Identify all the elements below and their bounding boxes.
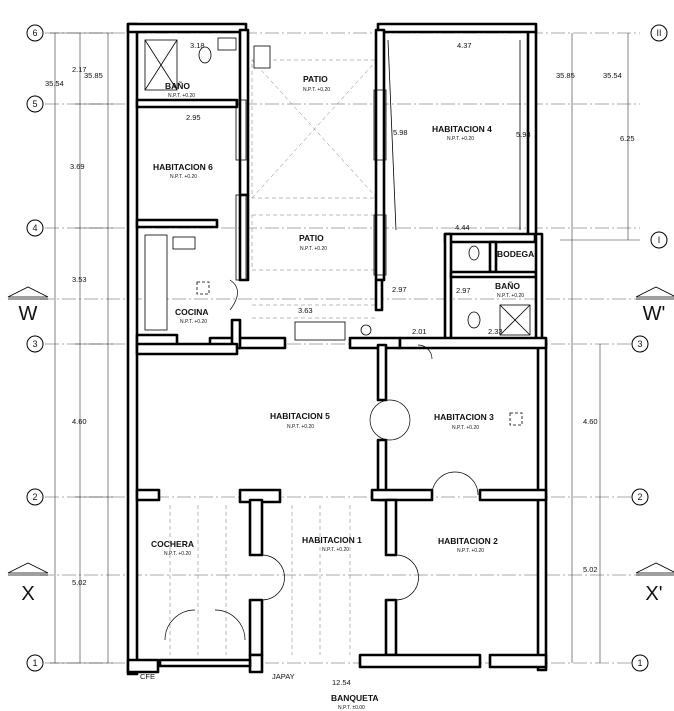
dim-front-width: 12.54: [332, 678, 351, 687]
room-labels: BAÑO N.P.T. +0.20 HABITACION 6 N.P.T. +0…: [151, 74, 534, 557]
street-label: BANQUETA: [331, 693, 379, 703]
npt-label: N.P.T. +0.20: [497, 293, 524, 299]
npt-label: N.P.T. +0.20: [322, 547, 349, 553]
dim-cocina-width: 3.63: [298, 306, 313, 315]
toilet-fixture: [198, 46, 212, 64]
dim-hab4-right-h: 5.98: [516, 130, 531, 139]
dim-seg-6-5: 2.17: [72, 65, 87, 74]
axis-label: 3: [32, 339, 37, 349]
npt-label-exterior: N.P.T. ±0.00: [338, 705, 365, 711]
walls: [126, 22, 548, 676]
dim-right-2-1: 5.02: [583, 565, 598, 574]
section-w-prime-label: W': [643, 303, 666, 325]
room-label-habitacion6: HABITACION 6: [153, 162, 213, 172]
room-label-bodega: BODEGA: [497, 249, 534, 259]
room-label-patio-top: PATIO: [303, 74, 328, 84]
dim-seg-4-3: 3.53: [72, 275, 87, 284]
axis-label: 5: [32, 99, 37, 109]
room-label-patio-mid: PATIO: [299, 233, 324, 243]
dim-seg-5-4: 3.69: [70, 162, 85, 171]
dim-right-3-2: 4.60: [583, 417, 598, 426]
stairs-fixture: [253, 45, 271, 69]
dim-right-II-I: 6.25: [620, 134, 635, 143]
npt-label: N.P.T. +0.20: [300, 246, 327, 252]
axis-label: 2: [637, 492, 642, 502]
sink-fixture: [217, 37, 237, 51]
dimension-labels: 35.54 35.85 2.17 3.69 3.53 4.60 5.02 35.…: [45, 41, 635, 687]
dim-seg-2-1: 5.02: [72, 578, 87, 587]
cfe-label: CFE: [140, 672, 155, 681]
dim-bano-r-width: 2.97: [456, 286, 471, 295]
kitchen-sink: [172, 236, 196, 250]
doors: [164, 279, 479, 641]
dim-left-total-outer: 35.54: [45, 79, 64, 88]
dim-patio-span: 2.97: [392, 285, 407, 294]
dim-right-total-outer: 35.54: [603, 71, 622, 80]
dim-left-total-inner: 35.85: [84, 71, 103, 80]
column-marker-icon-2: [509, 412, 523, 426]
windows: [235, 39, 521, 341]
room-label-bano-top: BAÑO: [165, 81, 190, 91]
dim-right-total-inner: 35.85: [556, 71, 575, 80]
outside-labels: CFE JAPAY BANQUETA N.P.T. ±0.00: [140, 672, 379, 711]
axis-label: 3: [637, 339, 642, 349]
room-label-habitacion3: HABITACION 3: [434, 412, 494, 422]
axis-bubbles-right: II I 3 2 1: [631, 24, 668, 672]
dimension-lines-left: [50, 32, 113, 664]
garage-lanes: [169, 505, 351, 655]
room-label-habitacion1: HABITACION 1: [302, 535, 362, 545]
dim-small-a: 2.01: [412, 327, 427, 336]
axis-bubbles-left: 6 5 4 3 2 1: [26, 24, 44, 672]
npt-label: N.P.T. +0.20: [457, 548, 484, 554]
axis-label: 2: [32, 492, 37, 502]
axis-label: II: [656, 28, 661, 38]
dim-small-b: 2.33: [488, 327, 503, 336]
dim-hab4-width: 4.37: [457, 41, 472, 50]
japay-label: JAPAY: [272, 672, 295, 681]
npt-label: N.P.T. +0.20: [452, 425, 479, 431]
npt-label: N.P.T. +0.20: [168, 93, 195, 99]
npt-label: N.P.T. +0.20: [287, 424, 314, 430]
npt-label: N.P.T. +0.20: [303, 87, 330, 93]
npt-label: N.P.T. +0.20: [447, 136, 474, 142]
room-label-habitacion2: HABITACION 2: [438, 536, 498, 546]
npt-label: N.P.T. +0.20: [170, 174, 197, 180]
axis-label: 1: [637, 658, 642, 668]
room-label-cocina: COCINA: [175, 307, 209, 317]
section-w-label: W: [19, 303, 38, 325]
dim-bodega-width: 4.44: [455, 223, 470, 232]
dim-hab4-left-h: 5.98: [393, 128, 408, 137]
npt-label: N.P.T. +0.20: [180, 319, 207, 325]
dimension-lines-right: [560, 33, 640, 663]
room-label-habitacion5: HABITACION 5: [270, 411, 330, 421]
axis-label: I: [658, 235, 661, 245]
patio-hatch: [251, 59, 378, 319]
toilet-fixture-bodega: [468, 245, 480, 261]
room-label-bano-right: BAÑO: [495, 281, 520, 291]
toilet-fixture-right: [467, 311, 481, 329]
dim-seg-3-2: 4.60: [72, 417, 87, 426]
dim-hab6-width: 2.95: [186, 113, 201, 122]
room-label-cochera: COCHERA: [151, 539, 194, 549]
section-x-prime-label: X': [645, 583, 662, 605]
npt-label: N.P.T. +0.20: [164, 551, 191, 557]
kitchen-counter: [144, 234, 168, 331]
drain-icon: [360, 324, 372, 336]
section-x-label: X: [21, 583, 34, 605]
axis-label: 6: [32, 28, 37, 38]
column-marker-icon: [196, 281, 210, 295]
room-label-habitacion4: HABITACION 4: [432, 124, 492, 134]
section-markers: W W' X X': [7, 286, 674, 605]
axis-label: 4: [32, 223, 37, 233]
axis-label: 1: [32, 658, 37, 668]
dim-bano-width: 3.18: [190, 41, 205, 50]
fixtures: [144, 37, 531, 426]
